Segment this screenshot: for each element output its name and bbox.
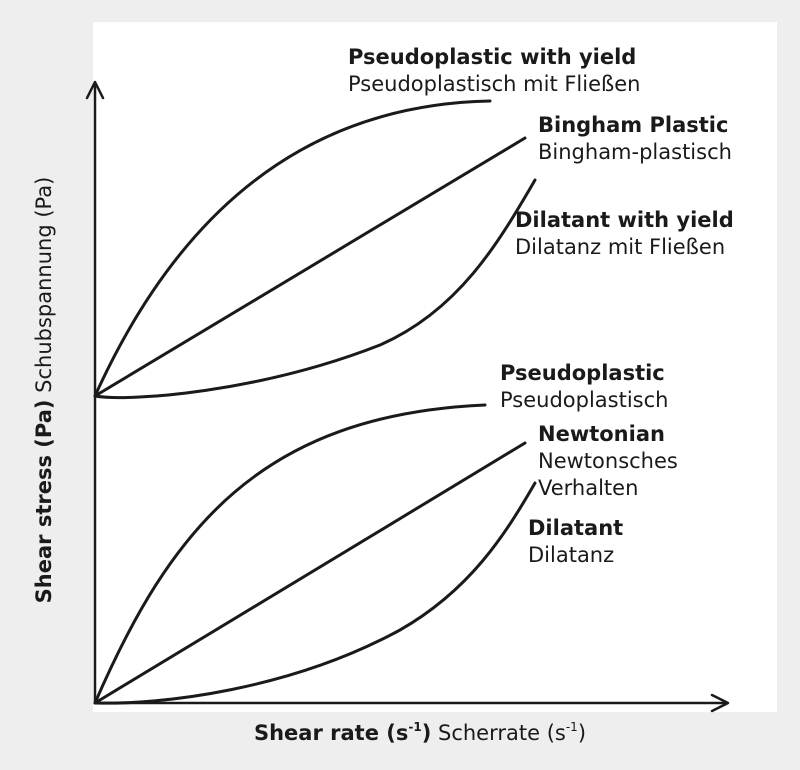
label-de: Newtonsches (538, 449, 678, 473)
y-axis-label: Shear stress (Pa) Schubspannung (Pa) (32, 177, 56, 604)
curve-newtonian (93, 441, 527, 705)
plot-panel (93, 22, 777, 712)
curve-pseudoplastic (93, 403, 487, 705)
y-axis-arrow (85, 80, 105, 100)
label-de: Dilatanz (528, 543, 615, 567)
label-en: Newtonian (538, 422, 665, 446)
curve-dilatant-with-yield (93, 178, 537, 400)
label-bingham-plastic: Bingham Plastic Bingham-plastisch (538, 112, 732, 166)
label-de: Dilatanz mit Fließen (515, 235, 726, 259)
label-en: Pseudoplastic (500, 361, 665, 385)
x-axis-label: Shear rate (s-1) Scherrate (s-1) (0, 720, 800, 745)
curve-bingham-plastic (93, 136, 527, 398)
label-newtonian: Newtonian Newtonsches Verhalten (538, 421, 678, 502)
label-pseudoplastic-with-yield: Pseudoplastic with yield Pseudoplastisch… (348, 44, 640, 98)
label-dilatant: Dilatant Dilatanz (528, 515, 623, 569)
x-axis-arrow (710, 693, 730, 713)
label-en: Bingham Plastic (538, 113, 729, 137)
label-pseudoplastic: Pseudoplastic Pseudoplastisch (500, 360, 668, 414)
label-de: Bingham-plastisch (538, 140, 732, 164)
curve-dilatant (93, 481, 537, 705)
curve-pseudoplastic-with-yield (93, 99, 492, 398)
label-de: Pseudoplastisch (500, 388, 669, 412)
label-de: Pseudoplastisch mit Fließen (348, 72, 641, 96)
label-en: Dilatant (528, 516, 624, 540)
y-axis-label-normal: Schubspannung (Pa) (32, 176, 56, 393)
label-dilatant-with-yield: Dilatant with yield Dilatanz mit Fließen (515, 207, 734, 261)
label-en: Pseudoplastic with yield (348, 45, 637, 69)
x-axis-label-normal: Scherrate (s-1) (438, 720, 587, 745)
label-de-line2: Verhalten (538, 476, 639, 500)
label-en: Dilatant with yield (515, 208, 734, 232)
y-axis-label-bold: Shear stress (Pa) (32, 399, 56, 604)
x-axis-label-bold: Shear rate (s-1) (253, 720, 432, 745)
